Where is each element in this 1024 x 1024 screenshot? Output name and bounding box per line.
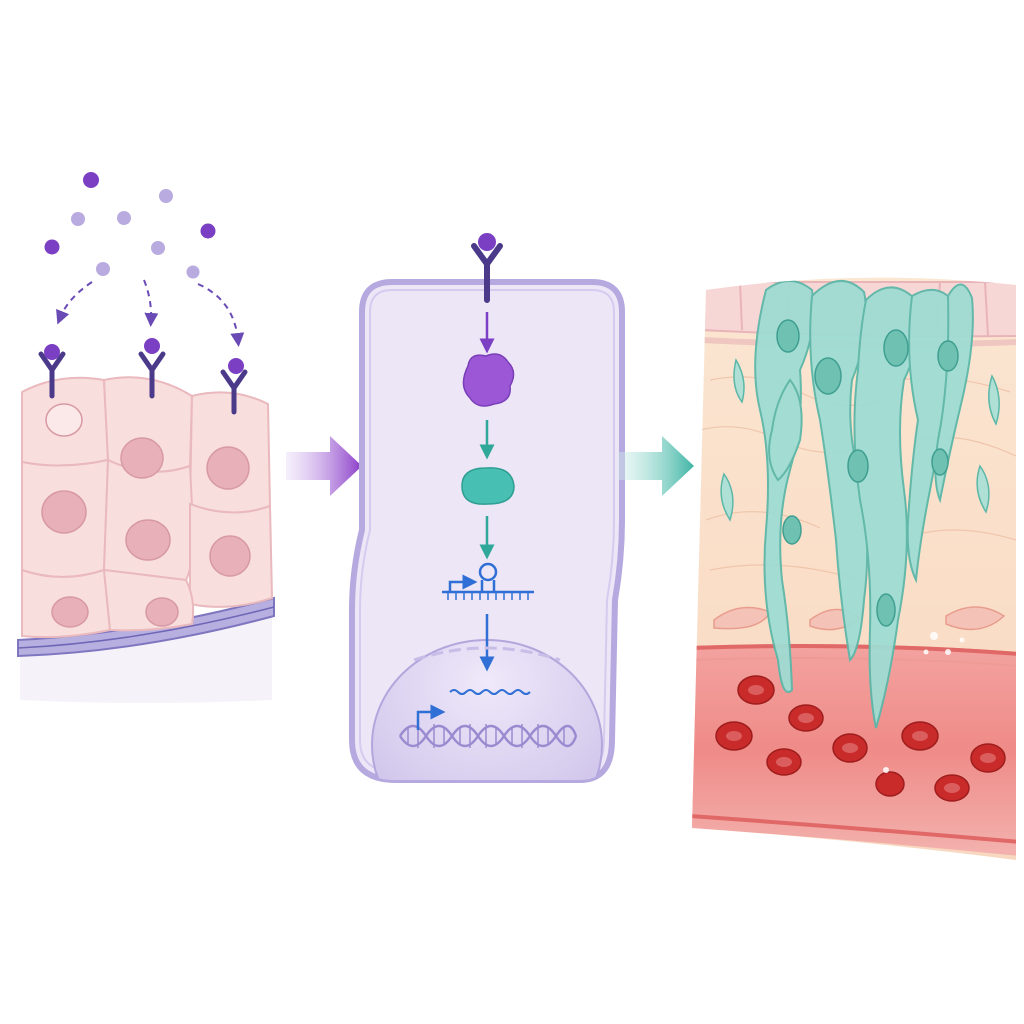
rbc [875,771,905,797]
nucleus [209,535,251,577]
stromal-cell [945,606,1006,631]
stromal-cells [713,606,1006,631]
nucleus [51,596,89,628]
fibroblast [720,472,734,522]
nucleus [776,319,800,353]
invasive-nuclei [776,319,959,627]
nucleus [847,449,869,483]
surface-receptors [38,338,248,415]
bent-arrow-icon [448,574,478,592]
bent-arrow-icon [416,704,446,730]
rna-hairpin-icon [442,562,534,600]
fibroblast [733,358,745,404]
nucleus [145,597,179,627]
nucleus [206,446,250,490]
nucleus [125,519,171,561]
nucleus [931,448,949,476]
nucleus [814,357,842,395]
free-ligands [44,172,216,279]
tissue-invasion-panel [692,277,1016,861]
fibroblast [976,464,990,514]
ligand-dot-icon [159,189,173,203]
dashed-arrow-icon [56,281,93,325]
ligand-dot-icon [83,172,99,188]
y-receptor-icon [38,344,66,399]
underlying-layer [20,616,272,703]
nucleus [45,403,83,437]
chevron-arrow-icon [286,436,362,496]
y-receptor-icon [138,338,166,399]
kinase-protein [462,353,515,407]
ligand-dot-icon [186,265,200,279]
nucleus [41,490,87,534]
effector-protein [461,467,515,505]
fibroblasts [720,358,1000,522]
fibroblast [988,374,1000,426]
ligand-dot-icon [44,239,60,255]
invasive-cell [768,378,803,482]
ligand-dot-icon [200,223,216,239]
mrna-strand [449,689,531,695]
epithelium-panel [17,172,275,703]
nucleus [937,340,959,372]
epithelial-nuclei [41,403,251,628]
dashed-arrow-icon [197,283,245,347]
nucleus [883,329,909,367]
y-receptor-icon [471,233,503,303]
ligand-dot-icon [71,212,85,226]
invasive-cell [754,280,815,693]
epithelial-cell [102,568,195,632]
ligand-dot-icon [151,241,165,255]
dna-helix-icon [398,724,578,748]
signaling-cell-panel [349,233,625,783]
binding-arrows [56,279,245,347]
nucleus [876,593,896,627]
micro-vesicles [883,632,965,773]
nucleus [782,515,802,545]
dashed-arrow-icon [143,279,159,327]
ligand-dot-icon [96,262,110,276]
y-receptor-icon [220,358,248,415]
nucleus [120,437,164,479]
chevron-arrow-icon [618,436,694,496]
ligand-dot-icon [117,211,131,225]
